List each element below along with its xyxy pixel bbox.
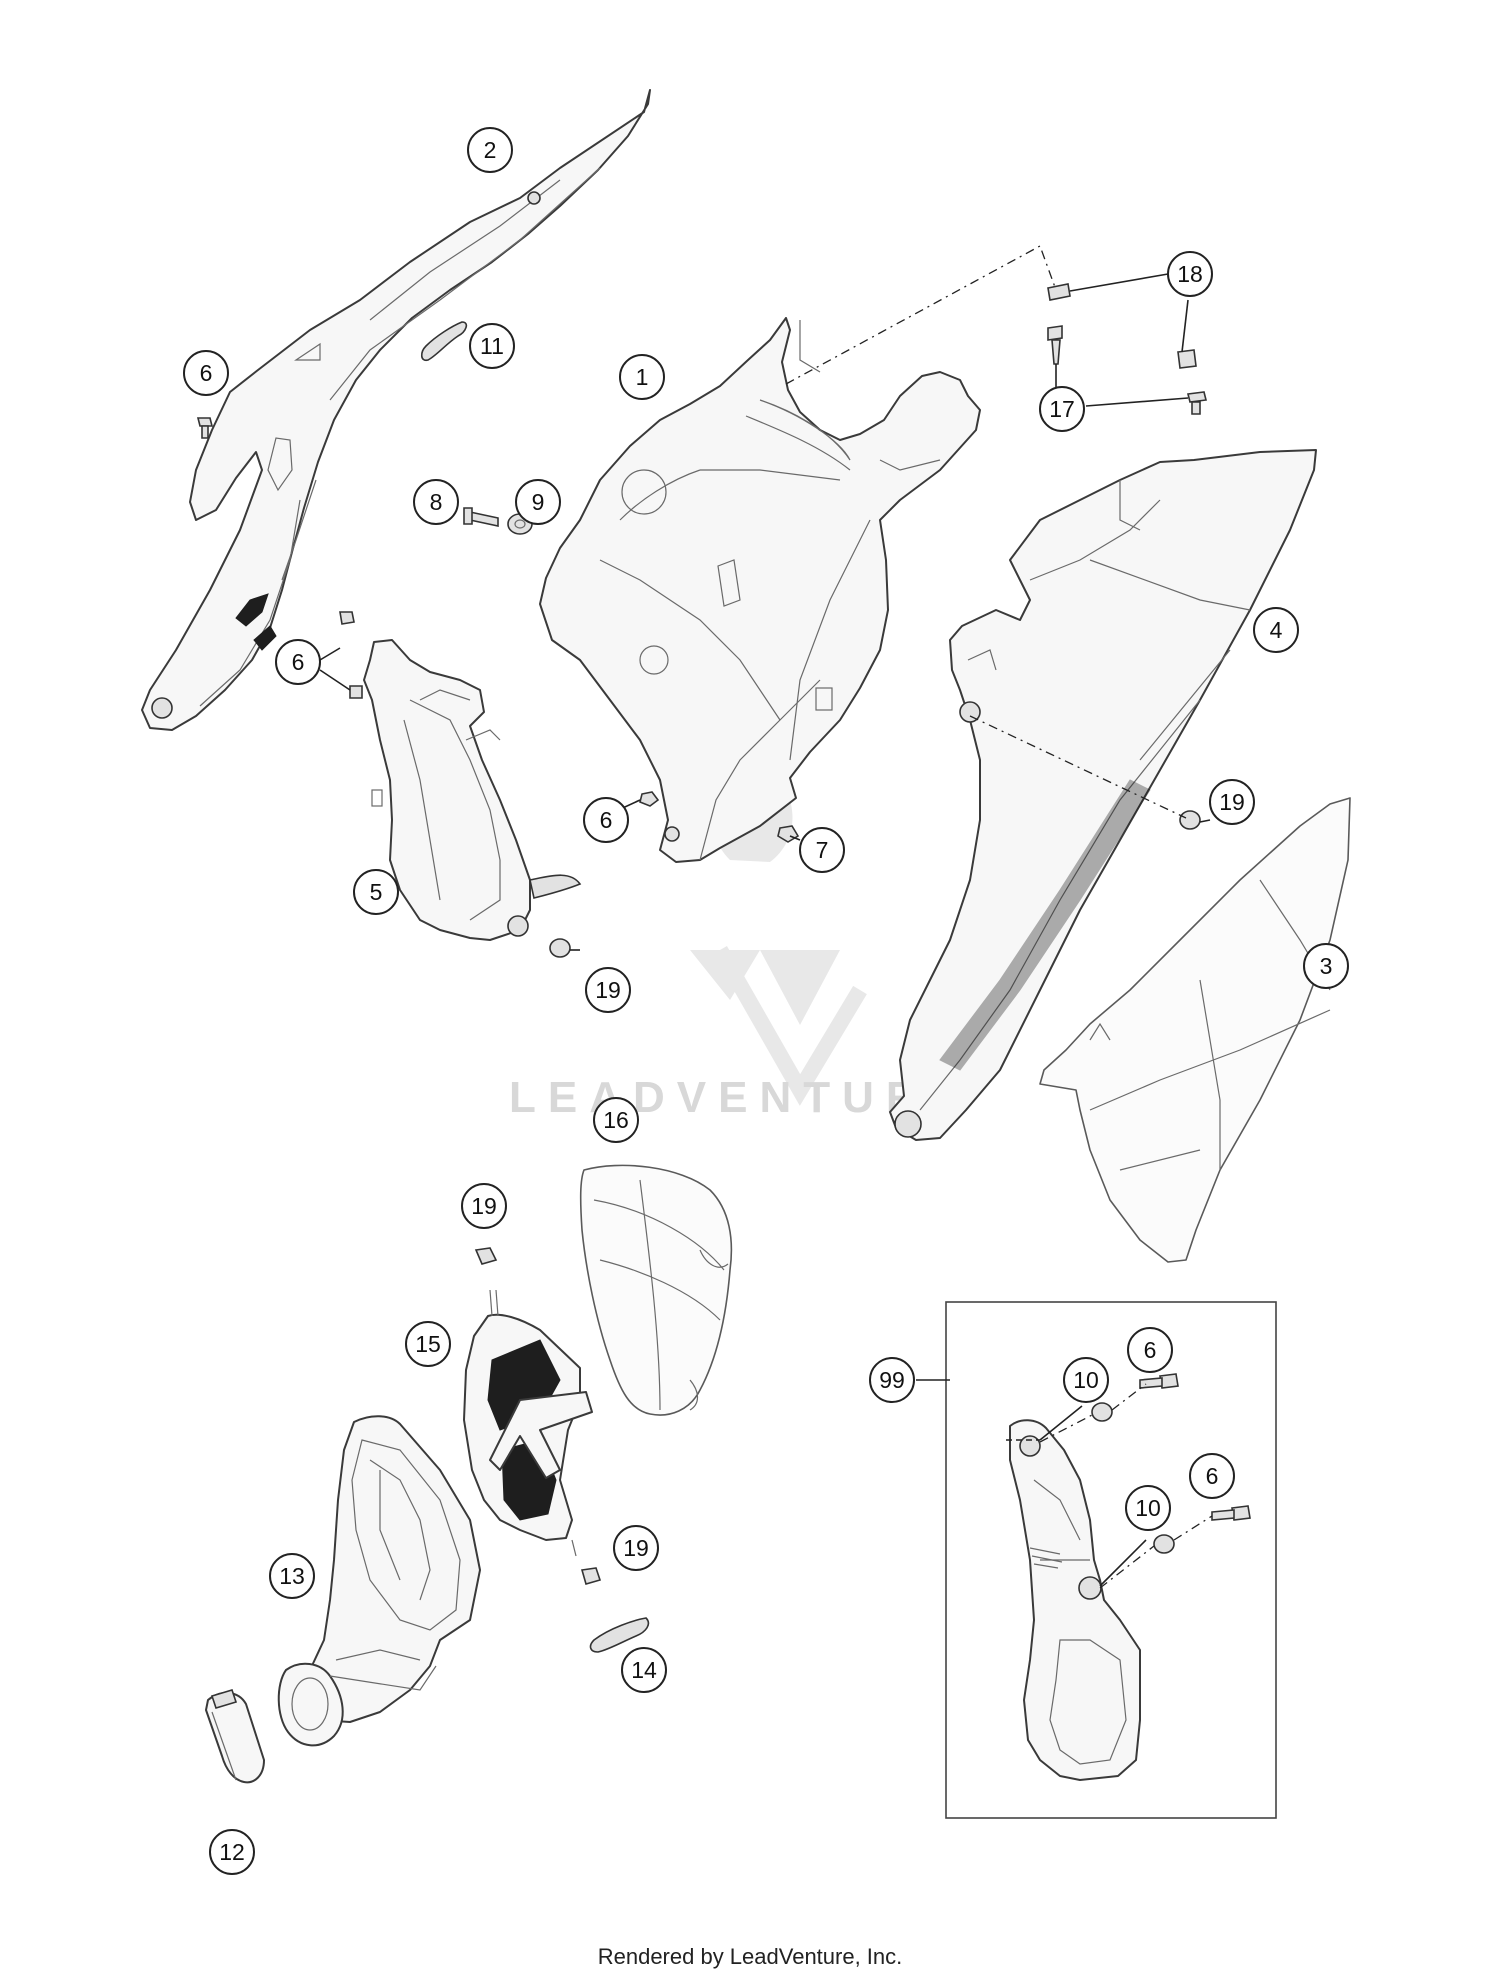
hardware-nut-6-left [339,611,363,699]
svg-text:13: 13 [279,1563,305,1589]
svg-text:15: 15 [415,1331,441,1357]
hardware-grommet-18-b [1177,349,1197,369]
svg-text:11: 11 [480,333,504,359]
svg-text:6: 6 [1206,1463,1219,1489]
svg-text:3: 3 [1320,953,1333,979]
callout-6-top-left: 6 [183,350,229,396]
callout-10-kit-b: 10 [1125,1485,1171,1531]
callout-6-kit-b: 6 [1189,1453,1235,1499]
part-16-filter-cover [579,1164,733,1416]
svg-text:6: 6 [1144,1337,1157,1363]
callout-19-right: 19 [1209,779,1255,825]
svg-text:5: 5 [370,879,383,905]
part-3-side-panel [1039,797,1351,1263]
svg-text:7: 7 [816,837,829,863]
part-1-airbox [539,317,981,863]
svg-text:2: 2 [484,137,497,163]
footer-credit: Rendered by LeadVenture, Inc. [597,1944,903,1969]
callout-2: 2 [467,127,513,173]
hardware-screw-8 [463,507,499,527]
hardware-bolt-6-top [196,417,214,439]
callout-8: 8 [413,479,459,525]
callout-16: 16 [593,1097,639,1143]
svg-text:14: 14 [631,1657,657,1683]
part-15-air-filter [463,1289,593,1557]
part-14-clip [589,1617,650,1653]
part-4-side-cover [889,449,1317,1141]
callout-1: 1 [619,354,665,400]
leader-lines [319,273,1211,1587]
svg-text:9: 9 [532,489,545,515]
hardware-grommet-19-left [549,938,571,958]
kit-box-99 [945,1301,1277,1819]
callout-14: 14 [621,1647,667,1693]
part-2-side-panel [141,89,651,731]
hardware-bolt-6-b [1211,1505,1251,1521]
hardware-nut-19-bottom [580,1567,602,1585]
hardware-grommet-19-right [1179,810,1201,830]
callout-19-bottom: 19 [613,1525,659,1571]
callout-6-left: 6 [275,639,321,685]
part-99-guard [1009,1419,1141,1781]
hardware-bolt-6-a [1139,1373,1179,1389]
svg-text:10: 10 [1135,1495,1161,1521]
svg-text:19: 19 [1219,789,1245,815]
part-5-filter-cage [363,639,582,941]
svg-text:19: 19 [623,1535,649,1561]
callout-12: 12 [209,1829,255,1875]
svg-text:12: 12 [219,1839,245,1865]
callout-3: 3 [1303,943,1349,989]
svg-text:17: 17 [1049,396,1075,422]
hardware-washer-10-a [1091,1402,1113,1422]
svg-text:6: 6 [600,807,613,833]
svg-text:6: 6 [200,360,213,386]
part-11-clip [420,321,468,362]
callout-4: 4 [1253,607,1299,653]
callout-99: 99 [869,1357,915,1403]
callout-6-center: 6 [583,797,629,843]
svg-text:19: 19 [595,977,621,1003]
svg-text:18: 18 [1177,261,1203,287]
callout-19-left: 19 [585,967,631,1013]
svg-text:10: 10 [1073,1367,1099,1393]
callout-10-kit-a: 10 [1063,1357,1109,1403]
svg-text:8: 8 [430,489,443,515]
svg-text:16: 16 [603,1107,629,1133]
callout-7: 7 [799,827,845,873]
callout-15: 15 [405,1321,451,1367]
hardware-nut-6-center [639,791,660,807]
callout-19-top: 19 [461,1183,507,1229]
callout-5: 5 [353,869,399,915]
callout-11: 11 [469,323,515,369]
hardware-washer-10-b [1153,1534,1175,1554]
callout-18: 18 [1167,251,1213,297]
hardware-grommet-18-a [1047,283,1071,301]
svg-text:1: 1 [636,364,649,390]
svg-text:19: 19 [471,1193,497,1219]
hardware-nut-19-top [474,1247,498,1265]
svg-text:4: 4 [1270,617,1283,643]
callout-6-kit-a: 6 [1127,1327,1173,1373]
callout-17: 17 [1039,386,1085,432]
svg-text:99: 99 [879,1367,905,1393]
hardware-bushing-17-b [1187,391,1207,415]
watermark-text: LEADVENTURE [509,1073,971,1122]
callout-9: 9 [515,479,561,525]
assembly-dashed-lines [785,245,1213,1589]
callout-13: 13 [269,1553,315,1599]
hardware-bushing-17-a [1047,325,1063,365]
svg-text:6: 6 [292,649,305,675]
part-13-intake-boot [277,1415,481,1747]
part-12-hose-clamp [205,1689,265,1784]
